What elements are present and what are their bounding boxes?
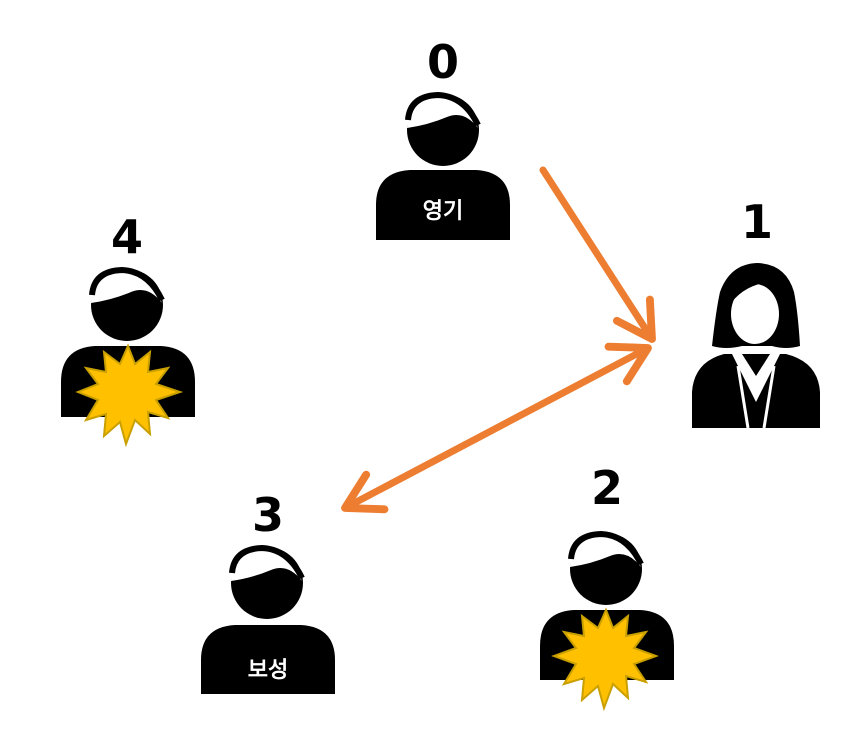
name-label-0: 영기	[423, 199, 463, 224]
node-0: 0 영기	[376, 35, 510, 240]
node-3: 3 보성	[201, 488, 335, 694]
node-number-0: 0	[427, 35, 459, 89]
node-2: 2	[540, 461, 674, 712]
edges	[341, 166, 656, 514]
woman-icon	[692, 263, 820, 429]
edge-1-to-3	[341, 342, 652, 514]
node-number-1: 1	[741, 195, 773, 249]
burst-icon	[75, 343, 184, 448]
man-icon	[376, 91, 510, 240]
man-icon	[201, 544, 335, 694]
node-number-4: 4	[111, 210, 143, 264]
node-number-2: 2	[591, 461, 623, 515]
node-4: 4	[61, 210, 195, 448]
node-number-3: 3	[252, 488, 284, 542]
burst-icon	[551, 607, 659, 712]
edge-0-to-1	[539, 166, 656, 343]
node-1: 1	[692, 195, 820, 429]
name-label-3: 보성	[248, 658, 288, 683]
